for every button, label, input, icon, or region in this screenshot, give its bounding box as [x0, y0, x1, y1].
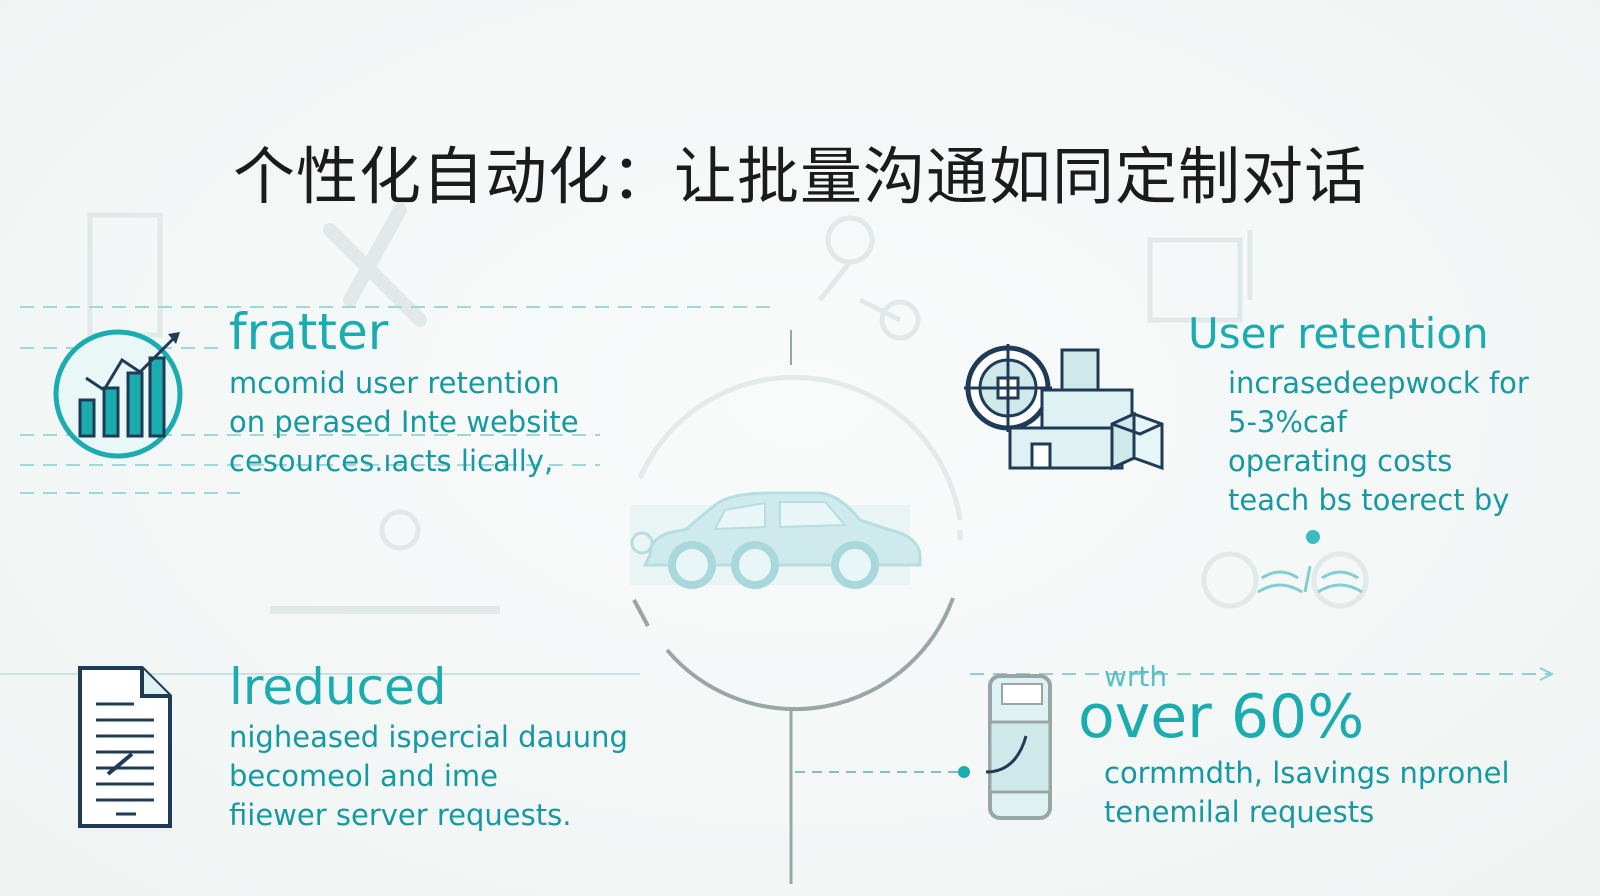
line-top-right-4: teach bs toerect by [1228, 483, 1510, 517]
text-block-top-left: mcomid user retention on perased Inte we… [229, 364, 579, 481]
mobile-phone-icon [985, 674, 1052, 820]
page-title: 个性化自动化：让批量沟通如同定制对话 [232, 139, 1367, 213]
small-label-bottom-right: wrth [1104, 660, 1168, 693]
line-top-right-1: incrasedeepwock for [1228, 366, 1529, 400]
line-bottom-left-1: nigheased ispercial dauung [229, 720, 628, 754]
center-circle [632, 374, 963, 712]
connector-dot-phone [958, 766, 970, 778]
line-bottom-right-2: tenemilal requests [1104, 795, 1375, 829]
line-bottom-left-2: becomeol and ime [229, 759, 498, 793]
arrow-head-right [1539, 667, 1555, 681]
faint-background-drawings [87, 203, 1369, 614]
heading-top-right: User retention [1188, 309, 1489, 358]
text-block-bottom-right: cormmdth, lsavings npronel tenemilal req… [1104, 754, 1510, 832]
line-top-left-3: cesources.ıacts lically, [229, 444, 554, 478]
signal-icon [1257, 565, 1363, 594]
line-top-right-2: 5-3%caf [1228, 405, 1347, 439]
heading-bottom-right: over 60% [1078, 682, 1365, 752]
car-icon [630, 491, 922, 589]
line-bottom-left-3: fiiewer server requests. [229, 798, 572, 832]
line-top-left-2: on perased Inte website [229, 405, 579, 439]
heading-top-left: fratter [229, 303, 389, 361]
pin-dot [1306, 530, 1320, 544]
document-icon [78, 666, 172, 828]
text-block-top-right: incrasedeepwock for 5-3%caf operating co… [1228, 364, 1529, 520]
line-top-right-3: operating costs [1228, 444, 1453, 478]
line-bottom-right-1: cormmdth, lsavings npronel [1104, 756, 1510, 790]
text-block-bottom-left: nigheased ispercial dauung becomeol and … [229, 718, 628, 835]
factory-gear-icon [964, 344, 1164, 471]
heading-bottom-left: lreduced [229, 658, 447, 716]
growth-chart-icon [53, 329, 183, 459]
line-top-left-1: mcomid user retention [229, 366, 560, 400]
